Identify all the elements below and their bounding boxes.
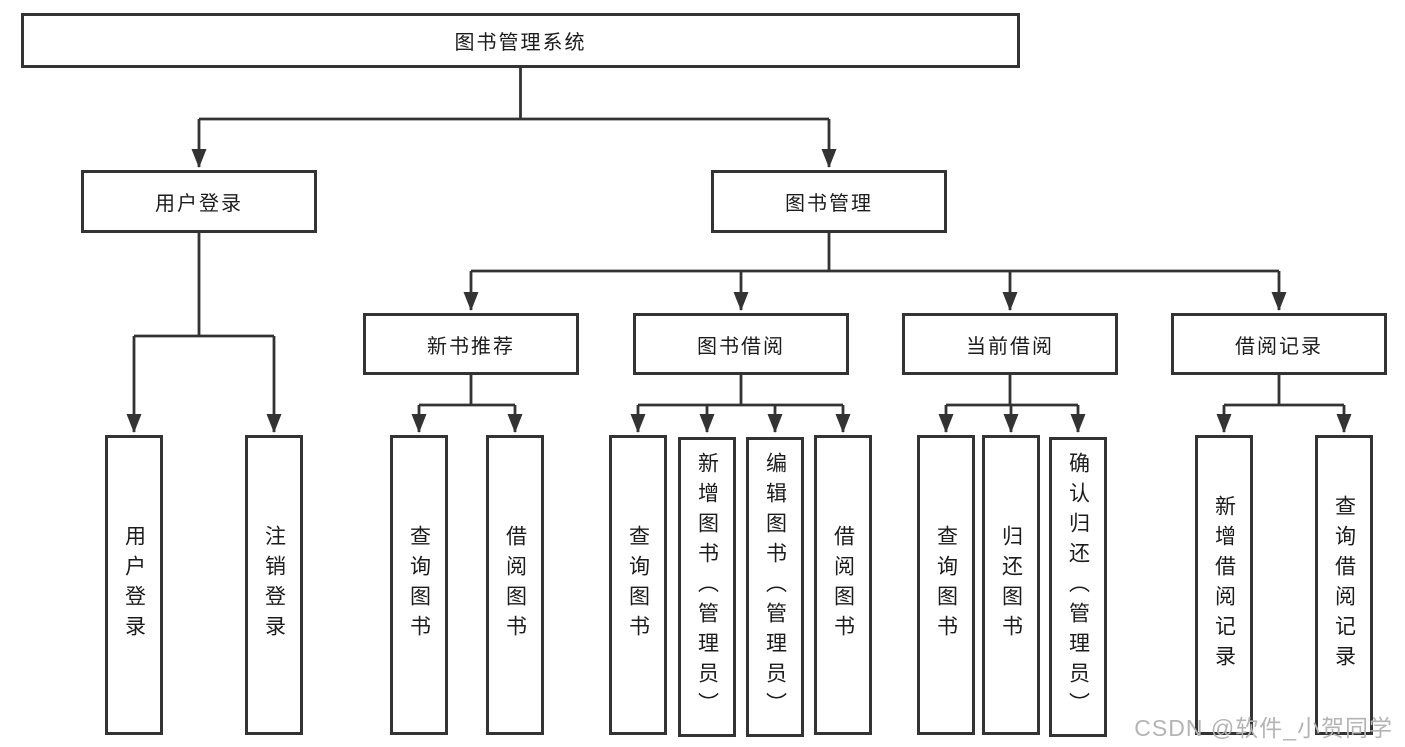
node-borrow-records: 借阅记录 — [1171, 313, 1387, 375]
node-book-mgmt: 图书管理 — [711, 170, 947, 233]
leaf-bb-query-books-label: 查询图书 — [626, 525, 650, 645]
leaf-logout-label: 注销登录 — [262, 525, 286, 645]
node-user-login-label: 用户登录 — [155, 193, 243, 215]
leaf-cb-confirm-return-admin-label: 确认归还（管理员） — [1066, 452, 1090, 722]
connector-book-borrow — [638, 375, 843, 407]
leaf-bb-add-books-admin: 新增图书（管理员） — [678, 437, 736, 737]
leaf-nbr-borrow-books: 借阅图书 — [486, 435, 544, 735]
leaf-bb-query-books: 查询图书 — [609, 435, 667, 735]
node-root: 图书管理系统 — [21, 13, 1020, 68]
leaf-logout: 注销登录 — [245, 435, 303, 735]
leaf-user-login: 用户登录 — [105, 435, 163, 735]
node-book-borrow-label: 图书借阅 — [697, 335, 785, 358]
leaf-cb-return-books-label: 归还图书 — [999, 525, 1023, 645]
connector-new-book-rec — [419, 375, 515, 407]
leaf-cb-query-books-label: 查询图书 — [934, 525, 958, 645]
leaf-nbr-query-books-label: 查询图书 — [407, 525, 431, 645]
leaf-bb-borrow-books: 借阅图书 — [814, 435, 872, 735]
leaf-br-query-record-label: 查询借阅记录 — [1332, 495, 1356, 675]
node-new-book-rec: 新书推荐 — [363, 313, 579, 375]
leaf-bb-add-books-admin-label: 新增图书（管理员） — [695, 452, 719, 722]
leaf-cb-confirm-return-admin: 确认归还（管理员） — [1049, 437, 1107, 737]
leaf-br-add-record-label: 新增借阅记录 — [1212, 495, 1236, 675]
node-book-borrow: 图书借阅 — [633, 313, 849, 375]
node-current-borrow-label: 当前借阅 — [966, 335, 1054, 358]
leaf-br-query-record: 查询借阅记录 — [1315, 435, 1373, 735]
leaf-br-add-record: 新增借阅记录 — [1195, 435, 1253, 735]
leaf-cb-query-books: 查询图书 — [917, 435, 975, 735]
leaf-bb-edit-books-admin-label: 编辑图书（管理员） — [763, 452, 787, 722]
node-current-borrow: 当前借阅 — [902, 313, 1118, 375]
connector-root — [199, 68, 829, 121]
leaf-nbr-query-books: 查询图书 — [390, 435, 448, 735]
connector-borrow-records — [1224, 375, 1344, 407]
leaf-cb-return-books: 归还图书 — [982, 435, 1040, 735]
leaf-nbr-borrow-books-label: 借阅图书 — [503, 525, 527, 645]
node-user-login: 用户登录 — [81, 170, 317, 233]
node-root-label: 图书管理系统 — [454, 32, 587, 54]
node-book-mgmt-label: 图书管理 — [785, 193, 873, 215]
node-new-book-rec-label: 新书推荐 — [427, 335, 515, 358]
node-borrow-records-label: 借阅记录 — [1235, 335, 1323, 358]
leaf-bb-borrow-books-label: 借阅图书 — [831, 525, 855, 645]
connector-book-mgmt — [471, 233, 1279, 273]
connector-current-borrow — [946, 375, 1078, 407]
connector-user-login — [134, 233, 274, 338]
leaf-bb-edit-books-admin: 编辑图书（管理员） — [746, 437, 804, 737]
leaf-user-login-label: 用户登录 — [122, 525, 146, 645]
